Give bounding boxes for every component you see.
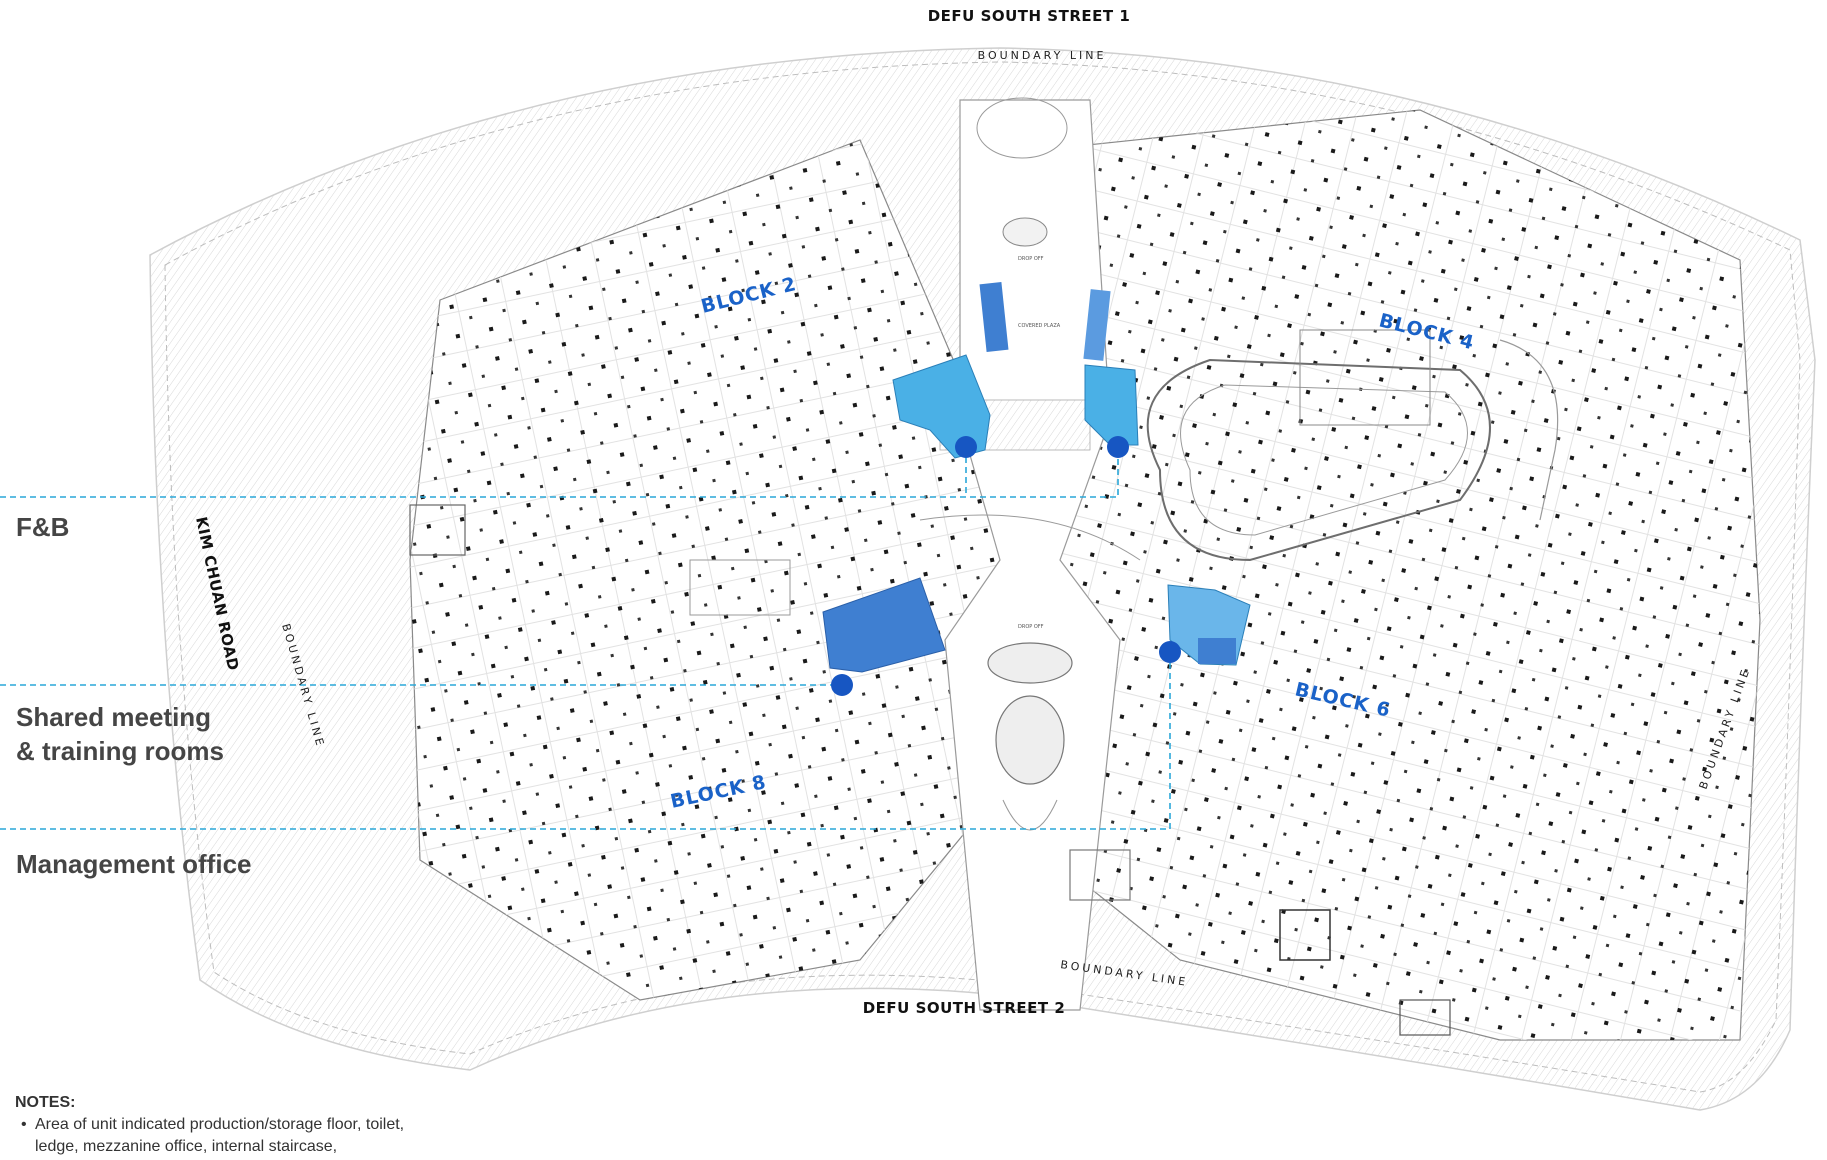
notes-item: Area of unit indicated production/storag… [15,1114,435,1158]
legend-meeting-line1: Shared meeting [16,702,212,732]
legend-meeting: Shared meeting & training rooms [16,700,224,768]
legend-fnb: F&B [16,512,70,542]
covered-plaza-label: COVERED PLAZA [1018,323,1061,329]
marker-fnb-west [955,436,977,458]
leader-fnb [0,447,1119,498]
unit-markers [831,436,1181,696]
drop-off-south-label: DROP OFF [1018,624,1044,630]
fnb-strip-north [979,282,1111,361]
management-office-unit[interactable] [1167,584,1251,666]
vehicle-ramp [1146,339,1559,562]
courtyards [409,329,1451,1036]
notes-title: NOTES: [15,1094,76,1111]
building-east [1039,109,1761,1041]
street-south-label: DEFU SOUTH STREET 2 [863,999,1066,1017]
marker-fnb-east [1107,436,1129,458]
meeting-rooms-unit[interactable] [822,577,946,673]
marker-meeting [831,674,853,696]
legend-management: Management office [16,849,252,879]
marker-management [1159,641,1181,663]
leader-lines [0,447,1171,830]
drop-off-north-label: DROP OFF [1018,256,1044,262]
building-west [409,139,1001,1001]
boundary-label-north: BOUNDARY LINE [978,49,1107,62]
legend-meeting-line2: & training rooms [16,736,225,766]
leader-management [0,652,1171,830]
notes: NOTES: Area of unit indicated production… [15,1092,435,1158]
street-north-label: DEFU SOUTH STREET 1 [928,7,1131,25]
